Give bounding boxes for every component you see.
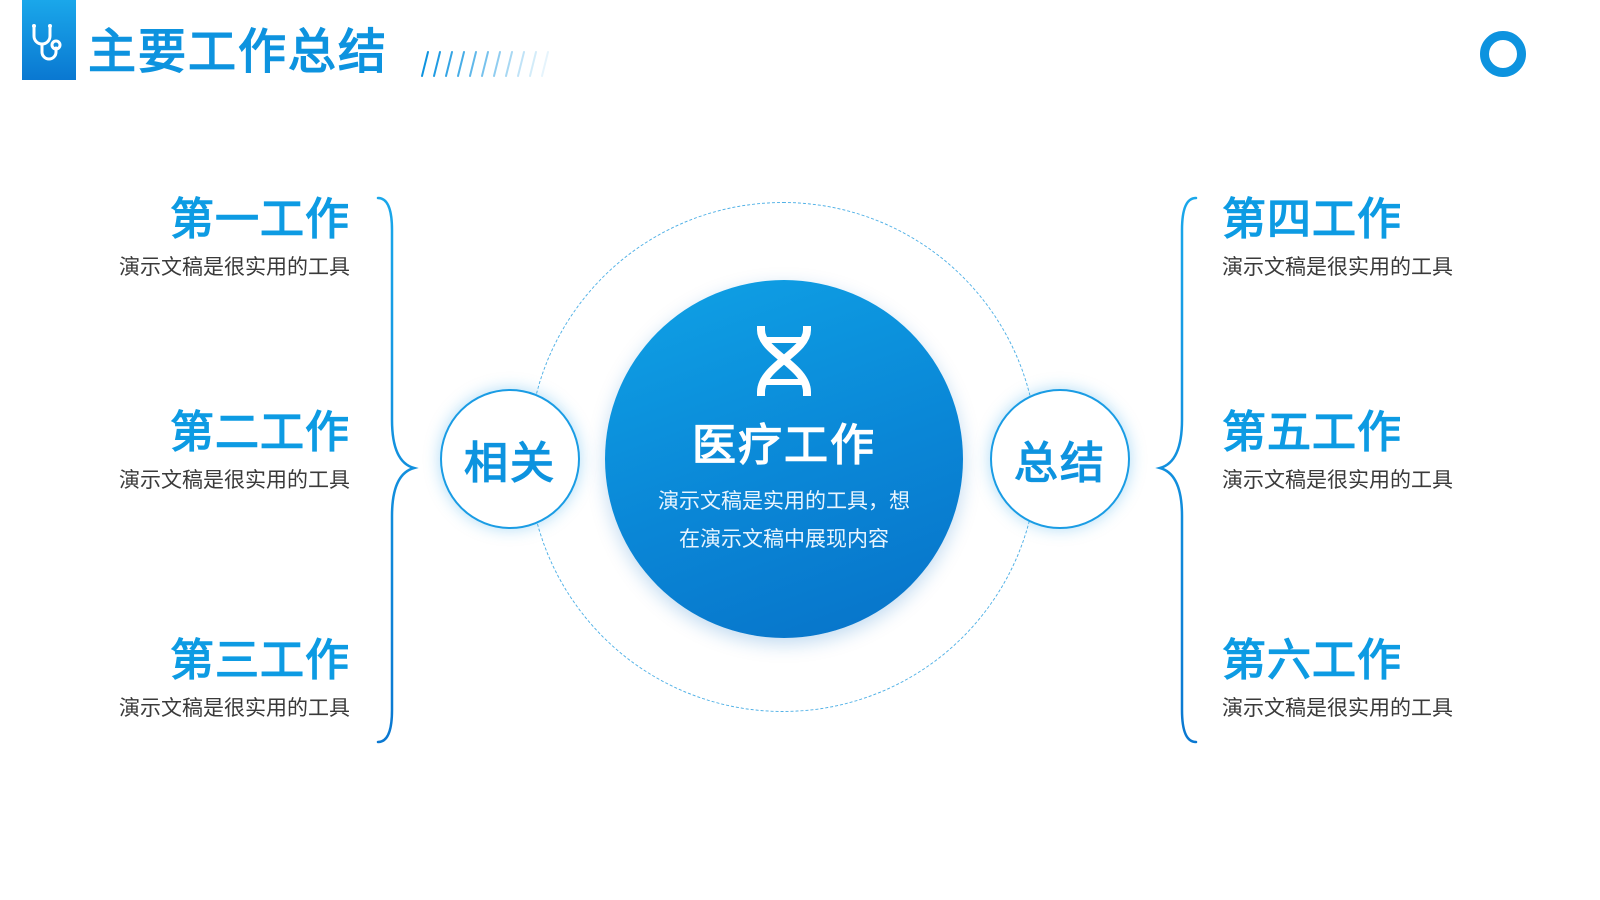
decorative-hatch bbox=[421, 51, 549, 77]
right-item-6: 第六工作 演示文稿是很实用的工具 bbox=[1222, 633, 1600, 723]
right-item-4: 第四工作 演示文稿是很实用的工具 bbox=[1222, 192, 1600, 282]
left-item-3: 第三工作 演示文稿是很实用的工具 bbox=[0, 633, 350, 723]
ring-icon bbox=[1480, 31, 1526, 77]
item-title: 第三工作 bbox=[170, 635, 350, 686]
header-logo-box bbox=[22, 0, 76, 80]
left-brace bbox=[376, 196, 419, 744]
left-item-2: 第二工作 演示文稿是很实用的工具 bbox=[0, 405, 350, 495]
item-desc: 演示文稿是很实用的工具 bbox=[1222, 468, 1453, 492]
item-desc: 演示文稿是很实用的工具 bbox=[119, 468, 350, 492]
bubble-summary: 总结 bbox=[990, 389, 1130, 529]
bubble-related-label: 相关 bbox=[464, 438, 556, 489]
item-title: 第六工作 bbox=[1222, 635, 1402, 686]
center-desc-line2: 在演示文稿中展现内容 bbox=[679, 527, 889, 551]
bubble-summary-label: 总结 bbox=[1014, 438, 1106, 489]
right-item-5: 第五工作 演示文稿是很实用的工具 bbox=[1222, 405, 1600, 495]
dna-icon bbox=[756, 326, 812, 396]
center-title: 医疗工作 bbox=[692, 420, 876, 471]
bubble-related: 相关 bbox=[440, 389, 580, 529]
item-title: 第一工作 bbox=[170, 194, 350, 245]
stethoscope-icon bbox=[32, 24, 62, 61]
item-desc: 演示文稿是很实用的工具 bbox=[119, 255, 350, 279]
item-title: 第二工作 bbox=[170, 407, 350, 458]
item-title: 第五工作 bbox=[1222, 407, 1402, 458]
left-item-1: 第一工作 演示文稿是很实用的工具 bbox=[0, 192, 350, 282]
page-title: 主要工作总结 bbox=[88, 24, 389, 80]
item-title: 第四工作 bbox=[1222, 194, 1402, 245]
item-desc: 演示文稿是很实用的工具 bbox=[1222, 255, 1453, 279]
center-desc-line1: 演示文稿是实用的工具，想 bbox=[658, 489, 910, 513]
item-desc: 演示文稿是很实用的工具 bbox=[1222, 696, 1453, 720]
center-desc: 演示文稿是实用的工具，想 在演示文稿中展现内容 bbox=[605, 482, 963, 558]
right-brace bbox=[1155, 196, 1198, 744]
item-desc: 演示文稿是很实用的工具 bbox=[119, 696, 350, 720]
